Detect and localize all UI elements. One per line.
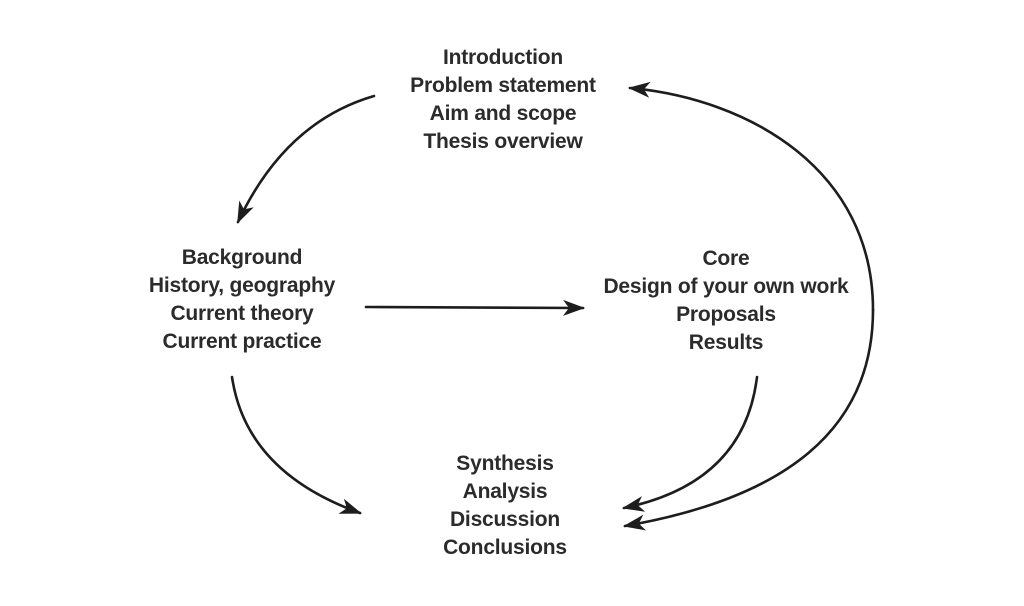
arrow-background-to-core [364, 299, 585, 316]
node-background-line: Background [181, 246, 303, 269]
node-introduction-line: Aim and scope [429, 102, 577, 125]
arrow-introduction-to-background [236, 94, 376, 224]
node-synthesis-line: Synthesis [456, 452, 554, 475]
node-core: Core Design of your own work Proposals R… [603, 245, 848, 357]
node-core-line: Proposals [676, 303, 776, 326]
node-introduction-line: Introduction [442, 46, 564, 69]
node-synthesis-line: Discussion [449, 508, 561, 531]
node-introduction-line: Thesis overview [423, 130, 583, 153]
arrow-background-to-synthesis [230, 375, 362, 515]
node-synthesis-line: Conclusions [443, 536, 567, 559]
node-synthesis: Synthesis Analysis Discussion Conclusion… [443, 450, 567, 562]
arrow-right-arc-to-introduction [628, 81, 875, 312]
node-background-line: History, geography [148, 274, 336, 297]
arrow-core-to-synthesis [622, 375, 759, 512]
node-synthesis-line: Analysis [462, 480, 548, 503]
node-core-line: Core [702, 247, 750, 270]
node-background-line: Current practice [162, 330, 322, 353]
node-background-line: Current theory [170, 302, 314, 325]
node-core-line: Design of your own work [603, 275, 849, 298]
arrow-right-arc-to-synthesis [623, 308, 875, 531]
node-introduction-line: Problem statement [410, 74, 596, 97]
node-introduction: Introduction Problem statement Aim and s… [410, 44, 596, 156]
node-core-line: Results [688, 331, 764, 354]
node-background: Background History, geography Current th… [149, 244, 335, 356]
